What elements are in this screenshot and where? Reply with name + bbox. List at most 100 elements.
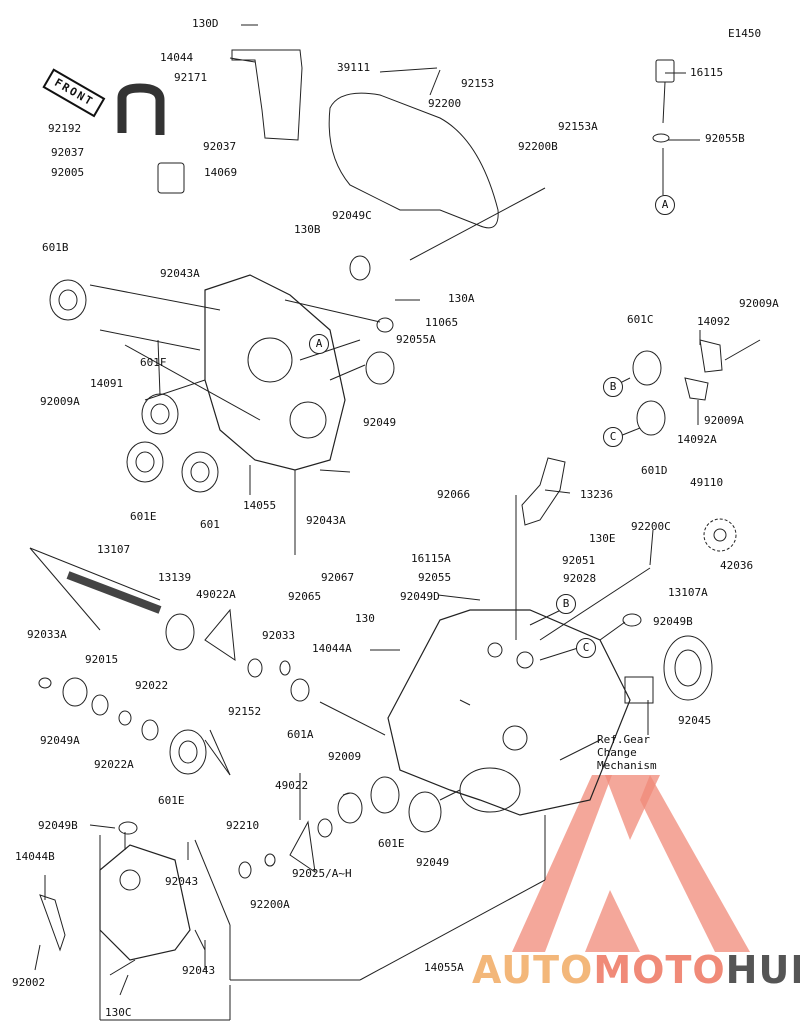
part-label[interactable]: 14091	[90, 377, 124, 390]
part-label[interactable]: 601E	[130, 510, 157, 523]
part-label[interactable]: 92067	[321, 571, 355, 584]
callout-b: B	[556, 594, 576, 614]
part-label[interactable]: 49110	[690, 476, 724, 489]
part-label[interactable]: 92055	[418, 571, 452, 584]
part-label[interactable]: 92049C	[332, 209, 372, 222]
part-label[interactable]: 92043A	[160, 267, 200, 280]
part-label[interactable]: 14044A	[312, 642, 352, 655]
part-label[interactable]: 11065	[425, 316, 459, 329]
diagram-code: E1450	[728, 27, 762, 40]
part-label[interactable]: 130A	[448, 292, 475, 305]
part-label[interactable]: 92049A	[40, 734, 80, 747]
part-label[interactable]: 92066	[437, 488, 471, 501]
part-label[interactable]: 92200C	[631, 520, 671, 533]
part-label[interactable]: 92022	[135, 679, 169, 692]
filter-14069	[157, 162, 185, 194]
part-label[interactable]: 92153A	[558, 120, 598, 133]
part-label[interactable]: 601A	[287, 728, 314, 741]
part-label[interactable]: 92009A	[40, 395, 80, 408]
part-label[interactable]: 130B	[294, 223, 321, 236]
part-label[interactable]: 92051	[562, 554, 596, 567]
part-label[interactable]: 13236	[580, 488, 614, 501]
callout-c: C	[576, 638, 596, 658]
bracket-14044	[231, 49, 303, 141]
part-label[interactable]: 92005	[51, 166, 85, 179]
part-label[interactable]: 92210	[226, 819, 260, 832]
part-label[interactable]: 14044	[160, 51, 194, 64]
part-label[interactable]: 92043A	[306, 514, 346, 527]
part-label[interactable]: 14055A	[424, 961, 464, 974]
part-label[interactable]: 92028	[563, 572, 597, 585]
part-label[interactable]: 92037	[203, 140, 237, 153]
automotohub-logo: AUTOMOTOHUB	[472, 948, 800, 992]
hose-92192	[117, 83, 165, 135]
part-label[interactable]: 92152	[228, 705, 262, 718]
part-label[interactable]: 92015	[85, 653, 119, 666]
callout-c: C	[603, 427, 623, 447]
part-label[interactable]: 92049	[416, 856, 450, 869]
callout-a: A	[655, 195, 675, 215]
part-label[interactable]: 601	[200, 518, 220, 531]
part-label[interactable]: 92033	[262, 629, 296, 642]
part-label[interactable]: 130E	[589, 532, 616, 545]
part-label[interactable]: 92009A	[704, 414, 744, 427]
part-label[interactable]: 92049D	[400, 590, 440, 603]
part-label[interactable]: 92192	[48, 122, 82, 135]
part-label[interactable]: 49022	[275, 779, 309, 792]
part-label[interactable]: 92043	[182, 964, 216, 977]
logo-part-hub: HUB	[725, 948, 800, 992]
part-label[interactable]: 601B	[42, 241, 69, 254]
part-label[interactable]: 92153	[461, 77, 495, 90]
callout-b: B	[603, 377, 623, 397]
part-label[interactable]: 92049B	[653, 615, 693, 628]
part-label[interactable]: 13107A	[668, 586, 708, 599]
part-label[interactable]: 130	[355, 612, 375, 625]
part-label[interactable]: 16115A	[411, 552, 451, 565]
part-label[interactable]: 601C	[627, 313, 654, 326]
part-label[interactable]: 49022A	[196, 588, 236, 601]
cover-lower-left	[99, 844, 191, 961]
part-label[interactable]: 92200B	[518, 140, 558, 153]
part-label[interactable]: 92009	[328, 750, 362, 763]
part-label[interactable]: 92055A	[396, 333, 436, 346]
part-label[interactable]: 14055	[243, 499, 277, 512]
part-label[interactable]: 92065	[288, 590, 322, 603]
part-label[interactable]: 130D	[192, 17, 219, 30]
part-label[interactable]: 13139	[158, 571, 192, 584]
part-label[interactable]: 92022A	[94, 758, 134, 771]
part-label[interactable]: 92045	[678, 714, 712, 727]
part-label[interactable]: 92033A	[27, 628, 67, 641]
part-label[interactable]: 92043	[165, 875, 199, 888]
part-label[interactable]: 16115	[690, 66, 724, 79]
part-label[interactable]: 92200	[428, 97, 462, 110]
part-label[interactable]: 92049	[363, 416, 397, 429]
part-label[interactable]: 14092A	[677, 433, 717, 446]
part-label[interactable]: 130C	[105, 1006, 132, 1019]
part-label[interactable]: 14092	[697, 315, 731, 328]
part-label[interactable]: 92002	[12, 976, 46, 989]
gear-49110	[703, 518, 737, 552]
part-label[interactable]: 601D	[641, 464, 668, 477]
gasket-39111	[328, 92, 499, 229]
part-label[interactable]: 14069	[204, 166, 238, 179]
part-label[interactable]: 601E	[158, 794, 185, 807]
part-label[interactable]: 13107	[97, 543, 131, 556]
logo-part-auto: AUTO	[472, 948, 594, 992]
shaft-13107	[66, 571, 162, 614]
part-label[interactable]: 92025/A~H	[292, 867, 352, 880]
part-label[interactable]: 39111	[337, 61, 371, 74]
part-label[interactable]: 92171	[174, 71, 208, 84]
bearing-601B	[49, 279, 87, 321]
part-label[interactable]: 92037	[51, 146, 85, 159]
part-label[interactable]: 42036	[720, 559, 754, 572]
part-label[interactable]: 92200A	[250, 898, 290, 911]
logo-part-moto: MOTO	[593, 948, 726, 992]
part-label[interactable]: 92049B	[38, 819, 78, 832]
part-label[interactable]: 601E	[378, 837, 405, 850]
part-label[interactable]: 92009A	[739, 297, 779, 310]
part-label[interactable]: 601F	[140, 356, 167, 369]
part-label[interactable]: 92055B	[705, 132, 745, 145]
callout-a: A	[309, 334, 329, 354]
part-label[interactable]: 14044B	[15, 850, 55, 863]
